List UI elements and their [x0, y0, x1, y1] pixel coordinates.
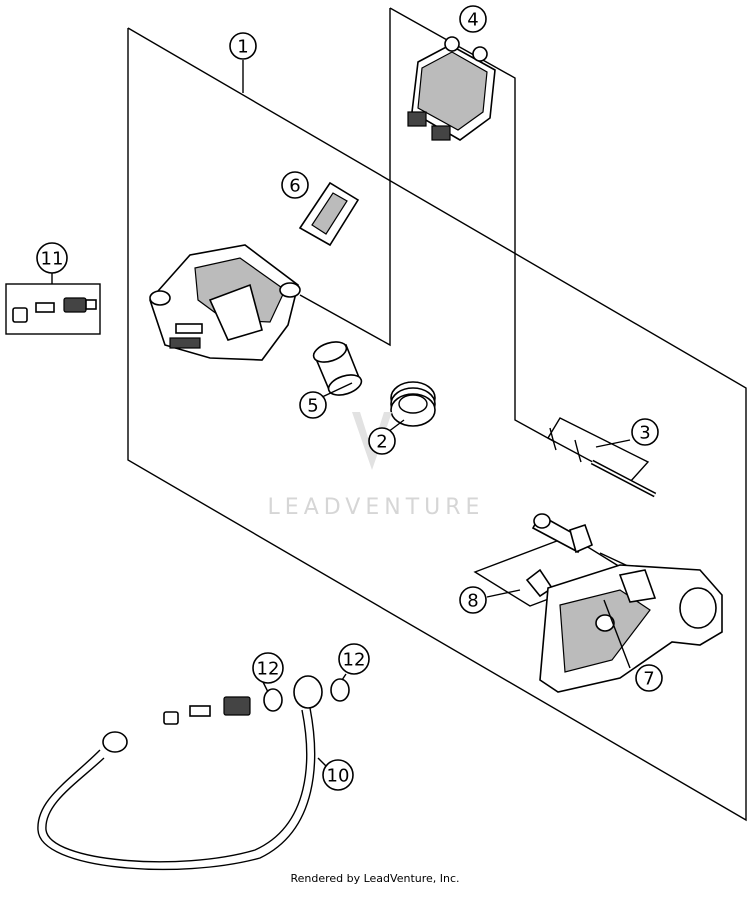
washer-right-part[interactable] [330, 678, 350, 702]
watermark: LEADVENTURE [268, 412, 485, 520]
callout-2[interactable]: 2 [368, 427, 396, 455]
callout-3[interactable]: 3 [631, 418, 659, 446]
caliper-bracket-part[interactable] [539, 564, 723, 693]
callout-6[interactable]: 6 [281, 171, 309, 199]
callout-10[interactable]: 10 [322, 759, 354, 791]
bleeder-kit-part[interactable] [12, 297, 97, 323]
callout-label: 2 [376, 432, 387, 453]
callout-5[interactable]: 5 [299, 391, 327, 419]
banjo-bolt-part[interactable] [163, 696, 251, 725]
washer-left-part[interactable] [263, 688, 283, 712]
callout-label: 12 [257, 659, 280, 680]
callout-label: 8 [467, 591, 478, 612]
seal-rings-part[interactable] [390, 381, 436, 427]
callout-label: 1 [237, 37, 248, 58]
callout-1[interactable]: 1 [229, 32, 257, 60]
callout-12-left[interactable]: 12 [252, 652, 284, 684]
callout-label: 5 [307, 396, 318, 417]
pad-spring-part[interactable] [298, 181, 360, 247]
callout-7[interactable]: 7 [635, 664, 663, 692]
callout-label: 7 [643, 669, 654, 690]
piston-part[interactable] [311, 338, 364, 399]
callout-12-right[interactable]: 12 [338, 643, 370, 675]
callout-label: 6 [289, 176, 300, 197]
callout-label: 12 [343, 650, 366, 671]
brake-hose-part[interactable] [37, 675, 323, 871]
bolts-part[interactable] [525, 513, 631, 598]
watermark-text: LEADVENTURE [268, 495, 485, 520]
assembly-outline-11 [5, 283, 101, 335]
callout-4[interactable]: 4 [459, 5, 487, 33]
callout-8[interactable]: 8 [459, 586, 487, 614]
assembly-outline-1 [127, 27, 747, 822]
brake-pads-part[interactable] [407, 36, 496, 141]
callout-label: 4 [467, 10, 478, 31]
credit-text: Rendered by LeadVenture, Inc. [290, 872, 459, 885]
callout-label: 3 [639, 423, 650, 444]
pin-kit-part[interactable] [549, 427, 657, 498]
callout-label: 10 [327, 766, 350, 787]
callout-label: 11 [41, 249, 64, 270]
callout-11[interactable]: 11 [36, 242, 68, 274]
caliper-part[interactable] [149, 244, 301, 361]
leader-lines [261, 382, 631, 771]
